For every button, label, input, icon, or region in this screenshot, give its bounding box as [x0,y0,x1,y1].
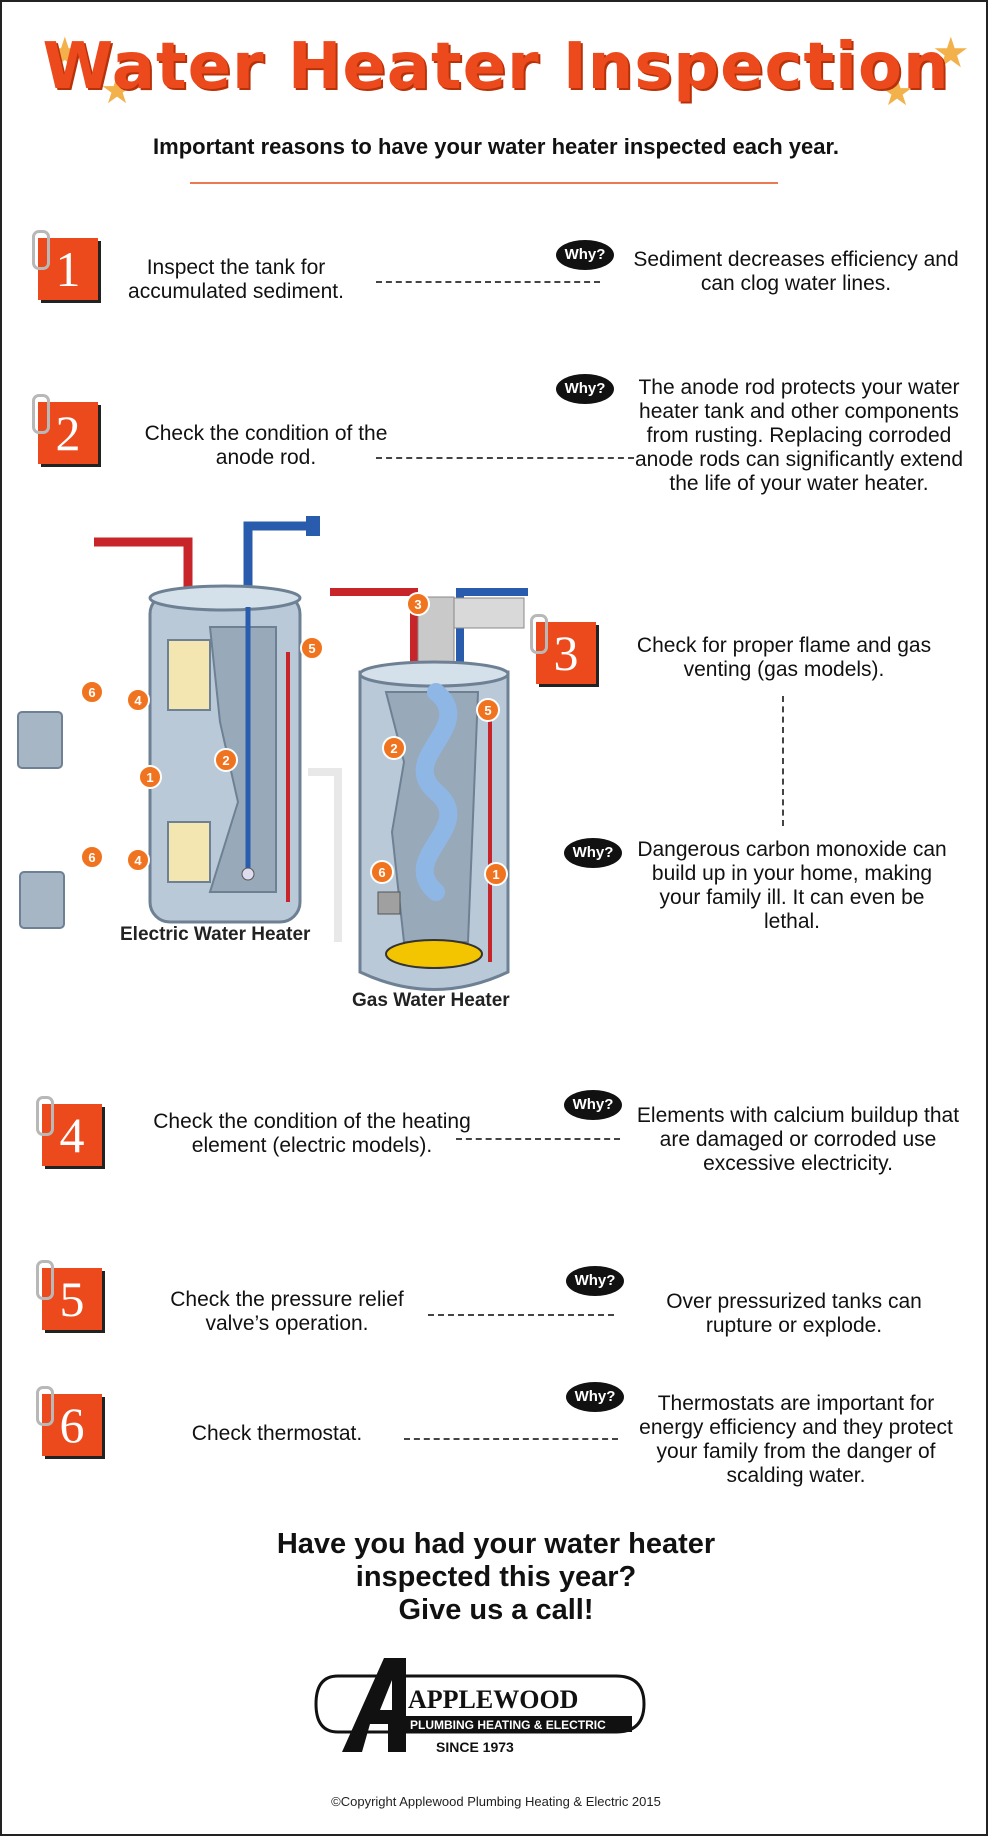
copyright: ©Copyright Applewood Plumbing Heating & … [331,1794,661,1809]
step-3-badge: 3 [530,614,596,684]
marker-electric-4-lower: 4 [126,848,150,872]
cta-line-1: Have you had your water heater [276,1528,716,1560]
step-3-connector [782,696,784,826]
step-6-why-badge: Why? [566,1382,624,1412]
svg-text:6: 6 [88,850,95,865]
step-2-badge: 2 [32,394,98,464]
step-3-action: Check for proper flame and gas venting (… [636,634,932,681]
page-subtitle: Important reasons to have your water hea… [153,134,839,159]
title-divider [190,182,778,184]
page-title: Water Heater Inspection [42,30,950,104]
step-4-action: Check the condition of the heating eleme… [153,1110,471,1157]
drain-valve [241,867,255,881]
step-2-reason: The anode rod protects your water heater… [634,376,964,495]
star-icon: ★ [100,70,135,112]
logo-tagline: PLUMBING HEATING & ELECTRIC [410,1718,606,1732]
paperclip-icon [32,394,50,434]
hot-water-pipe [94,537,193,597]
thermostat-cover [19,871,65,929]
paperclip-icon [36,1096,54,1136]
svg-text:5: 5 [308,641,315,656]
step-4-connector [456,1138,620,1140]
step-5-why-badge: Why? [566,1266,624,1296]
step-4-why-badge: Why? [564,1090,622,1120]
step-1-why-badge: Why? [556,240,614,270]
svg-text:4: 4 [134,853,142,868]
logo-since: SINCE 1973 [436,1739,514,1755]
marker-gas-3: 3 [406,592,430,616]
svg-text:6: 6 [88,685,95,700]
logo-name: APPLEWOOD [408,1685,578,1714]
flue-baffle [415,683,458,901]
call-to-action: Have you had your water heater inspected… [2,1528,986,1627]
paperclip-icon [36,1386,54,1426]
svg-text:4: 4 [134,693,142,708]
marker-electric-2: 2 [214,748,238,772]
svg-text:3: 3 [414,597,421,612]
gas-heater-label: Gas Water Heater [352,990,510,1011]
marker-electric-5: 5 [300,636,324,660]
step-3-why-badge: Why? [564,838,622,868]
svg-text:2: 2 [222,753,229,768]
step-6-reason: Thermostats are important for energy eff… [639,1392,953,1487]
svg-text:6: 6 [378,865,385,880]
svg-text:1: 1 [146,770,153,785]
step-1-action: Inspect the tank for accumulated sedimen… [128,256,344,303]
valve-icon [306,516,320,536]
marker-gas-6: 6 [370,860,394,884]
step-1-reason: Sediment decreases efficiency and can cl… [633,248,959,295]
thermostat-cover [17,711,63,769]
cta-line-3: Give us a call! [398,1594,594,1626]
step-6-connector [404,1438,618,1440]
step-5-connector [428,1314,614,1316]
step-6-badge: 6 [36,1386,102,1456]
lower-element-panel [167,821,211,883]
marker-electric-6-upper: 6 [80,680,104,704]
step-2-connector [376,457,634,459]
paperclip-icon [530,614,548,654]
step-3-reason: Dangerous carbon monoxide can build up i… [637,838,947,933]
upper-element-panel [167,639,211,711]
gas-control-valve [377,891,401,915]
water-heater-illustration: 1 2 4 4 5 6 6 1 2 3 5 6 [17,516,528,991]
tank-cutaway [208,626,277,893]
marker-electric-4-upper: 4 [126,688,150,712]
svg-text:2: 2 [390,741,397,756]
cta-line-2: inspected this year? [355,1561,637,1593]
step-2-why-badge: Why? [556,374,614,404]
svg-text:1: 1 [492,867,499,882]
cold-water-pipe [243,521,318,597]
step-4-badge: 4 [36,1096,102,1166]
paperclip-icon [36,1260,54,1300]
step-4-reason: Elements with calcium buildup that are d… [636,1104,960,1175]
star-icon: ★ [46,29,84,76]
electric-heater-label: Electric Water Heater [120,924,311,945]
step-5-badge: 5 [36,1260,102,1330]
svg-text:5: 5 [484,703,491,718]
marker-gas-5: 5 [476,698,500,722]
step-6-action: Check thermostat. [191,1422,363,1445]
marker-electric-1: 1 [138,765,162,789]
step-5-reason: Over pressurized tanks can rupture or ex… [666,1290,922,1337]
step-1-connector [376,281,600,283]
step-2-action: Check the condition of the anode rod. [144,422,388,469]
gas-burner [385,939,483,969]
star-icon: ★ [880,72,915,114]
step-1-badge: 1 [32,230,98,300]
marker-gas-2: 2 [382,736,406,760]
step-5-action: Check the pressure relief valve’s operat… [170,1288,404,1335]
marker-electric-6-lower: 6 [80,845,104,869]
marker-gas-1: 1 [484,862,508,886]
paperclip-icon [32,230,50,270]
applewood-logo: APPLEWOOD PLUMBING HEATING & ELECTRIC SI… [314,1658,646,1755]
star-icon: ★ [932,29,970,76]
